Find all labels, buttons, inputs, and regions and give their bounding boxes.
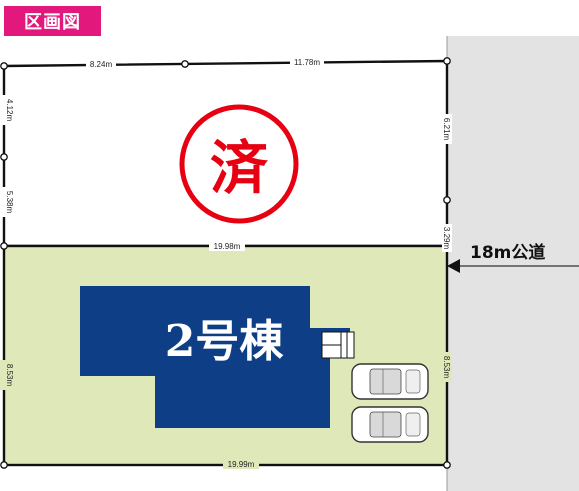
boundary-marker [0,153,8,161]
dim-right-upper: 6.21m [442,118,451,141]
entrance-stair-icon [321,331,355,359]
boundary-marker [443,461,451,469]
dim-top-left: 8.24m [90,60,113,69]
dim-left-lower: 5.38m [5,191,14,214]
svg-text:済: 済 [210,134,269,202]
car-icon [351,363,429,400]
dim-lower-left: 8.53m [5,364,14,387]
boundary-marker [0,242,8,250]
dim-divider: 19.98m [214,242,241,251]
dim-right-lower: 3.29m [442,227,451,250]
road-area [447,36,579,491]
section-map-tag: 区画図 [4,6,101,36]
dim-lower-bottom: 19.99m [228,460,255,469]
boundary-marker [0,461,8,469]
road-label: 18m公道 [470,242,545,263]
sold-stamp: 済 [179,104,299,224]
road-frontage-arrow [447,259,579,273]
boundary-marker [443,57,451,65]
building-label: 2号棟 [165,316,285,367]
car-icon [351,406,429,443]
boundary-marker [0,62,8,70]
boundary-marker [443,196,451,204]
boundary-markers [0,57,451,469]
dim-top-right: 11.78m [294,58,320,67]
dim-lower-right: 8.53m [442,356,451,379]
dim-left-upper: 4.12m [5,99,14,122]
boundary-marker [181,60,189,68]
building-footprint [80,286,350,428]
